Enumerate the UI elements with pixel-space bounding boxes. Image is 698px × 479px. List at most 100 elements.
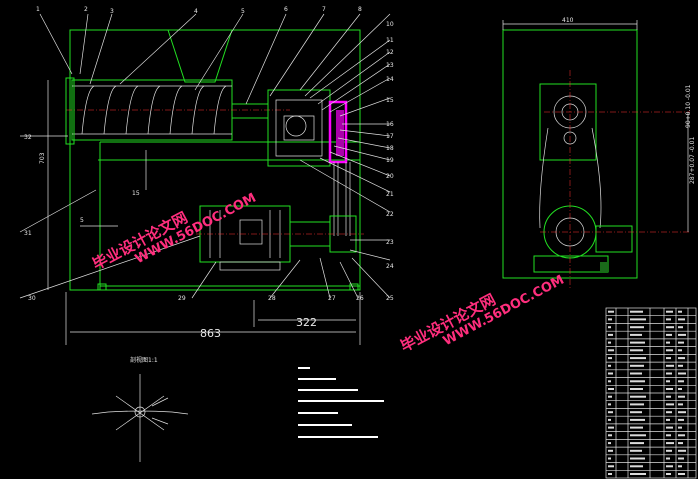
gearbox (267, 89, 331, 167)
table-cell-block (608, 372, 613, 375)
part-label: 11 (386, 37, 394, 44)
table-cells (608, 310, 686, 475)
dim-line-863 (65, 292, 361, 345)
table-cell-block (666, 326, 674, 329)
drive-shaft (232, 103, 269, 119)
end-plate (65, 77, 75, 145)
table-cell-block (630, 473, 646, 475)
part-label: 3 (110, 8, 114, 15)
part-label: 32 (24, 134, 32, 141)
table-cell-block (630, 411, 642, 414)
note-line (298, 400, 384, 402)
motor-base (219, 261, 281, 271)
table-cell-block (608, 380, 611, 383)
tech-notes (298, 367, 384, 438)
table-cell-block (630, 457, 645, 460)
table-cell-block (666, 465, 673, 468)
part-label: 1 (36, 6, 40, 13)
dim-line-322 (253, 300, 356, 327)
table-cell-block (630, 372, 642, 375)
part-label: 7 (322, 6, 326, 13)
table-cell-block (608, 473, 612, 475)
table-cell-block (678, 318, 685, 321)
table-cell-block (630, 426, 643, 429)
side-motor-box (595, 225, 633, 253)
table-cell-block (630, 326, 644, 329)
note-line (298, 378, 336, 380)
gearbox-inner (275, 99, 323, 157)
part-label: 29 (178, 295, 186, 302)
side-housing (502, 29, 638, 279)
watermark-2: 毕业设计论文网 WWW.56DOC.COM (397, 273, 566, 356)
part-label: 28 (268, 295, 276, 302)
leader-lines (39, 13, 391, 299)
table-cell-block (630, 357, 646, 360)
part-label: 23 (386, 239, 394, 246)
table-cell-block (608, 310, 614, 313)
table-cell-block (608, 357, 612, 360)
table-cell-block (666, 341, 670, 344)
table-cell-block (608, 457, 611, 460)
table-cell-block (630, 333, 642, 336)
parts-list-table (605, 307, 697, 479)
part-label: 14 (386, 76, 394, 83)
table-cell-block (608, 364, 611, 367)
dim-small-b: 5 (80, 217, 84, 224)
side-view (502, 20, 690, 290)
part-label: 16 (386, 121, 394, 128)
table-cell-block (678, 380, 684, 383)
table-cell-block (678, 388, 682, 390)
table-cell-block (678, 326, 683, 329)
table-cell-block (608, 403, 611, 406)
note-line (298, 424, 352, 426)
front-view (19, 13, 391, 345)
barrel-liner (72, 85, 232, 135)
table-cell-block (678, 310, 682, 313)
leg-left (97, 283, 107, 291)
table-grid (606, 308, 696, 478)
table-cell-block (678, 395, 685, 398)
table-cell-block (678, 333, 686, 336)
detail-title: 剖视图1:1 (130, 356, 158, 364)
table-cell-block (608, 349, 614, 352)
table-cell-block (666, 357, 671, 360)
screw-barrel (71, 79, 233, 141)
table-cell-block (666, 372, 672, 375)
dim-overall-width: 863 (200, 327, 221, 340)
table-cell-block (608, 388, 614, 390)
table-cell-block (666, 318, 671, 321)
table-cell-block (678, 364, 683, 367)
table-cell-block (630, 395, 646, 398)
table-cell-block (630, 310, 643, 313)
part-label: 2 (84, 6, 88, 13)
terminal-box (239, 219, 263, 245)
part-label: 10 (386, 21, 394, 28)
table-cell-block (608, 395, 612, 398)
table-cell-block (666, 364, 674, 367)
side-belt (539, 127, 602, 229)
part-label: 31 (24, 230, 32, 237)
table-cell-block (666, 388, 673, 390)
table-cell-block (608, 449, 613, 452)
part-label: 24 (386, 263, 394, 270)
table-cell-block (678, 349, 682, 352)
table-cell-block (666, 434, 671, 437)
cutter-blades (91, 374, 189, 462)
table-cell-block (678, 403, 683, 406)
part-label: 27 (328, 295, 336, 302)
side-bearing-block (539, 83, 597, 161)
table-cell-block (678, 442, 683, 445)
table-cell-block (630, 442, 644, 445)
table-cell-block (630, 318, 646, 321)
part-label: 25 (386, 295, 394, 302)
dim-top-width: 410 (562, 17, 574, 24)
table-cell-block (630, 364, 644, 367)
table-cell-block (678, 473, 685, 475)
motor-body (199, 205, 291, 263)
table-cell-block (666, 380, 670, 383)
part-label: 18 (386, 145, 394, 152)
table-cell-block (630, 403, 644, 406)
gear-wheel (285, 115, 307, 137)
table-cell-block (678, 449, 686, 452)
watermark-1: 毕业设计论文网 WWW.56DOC.COM (89, 191, 258, 274)
